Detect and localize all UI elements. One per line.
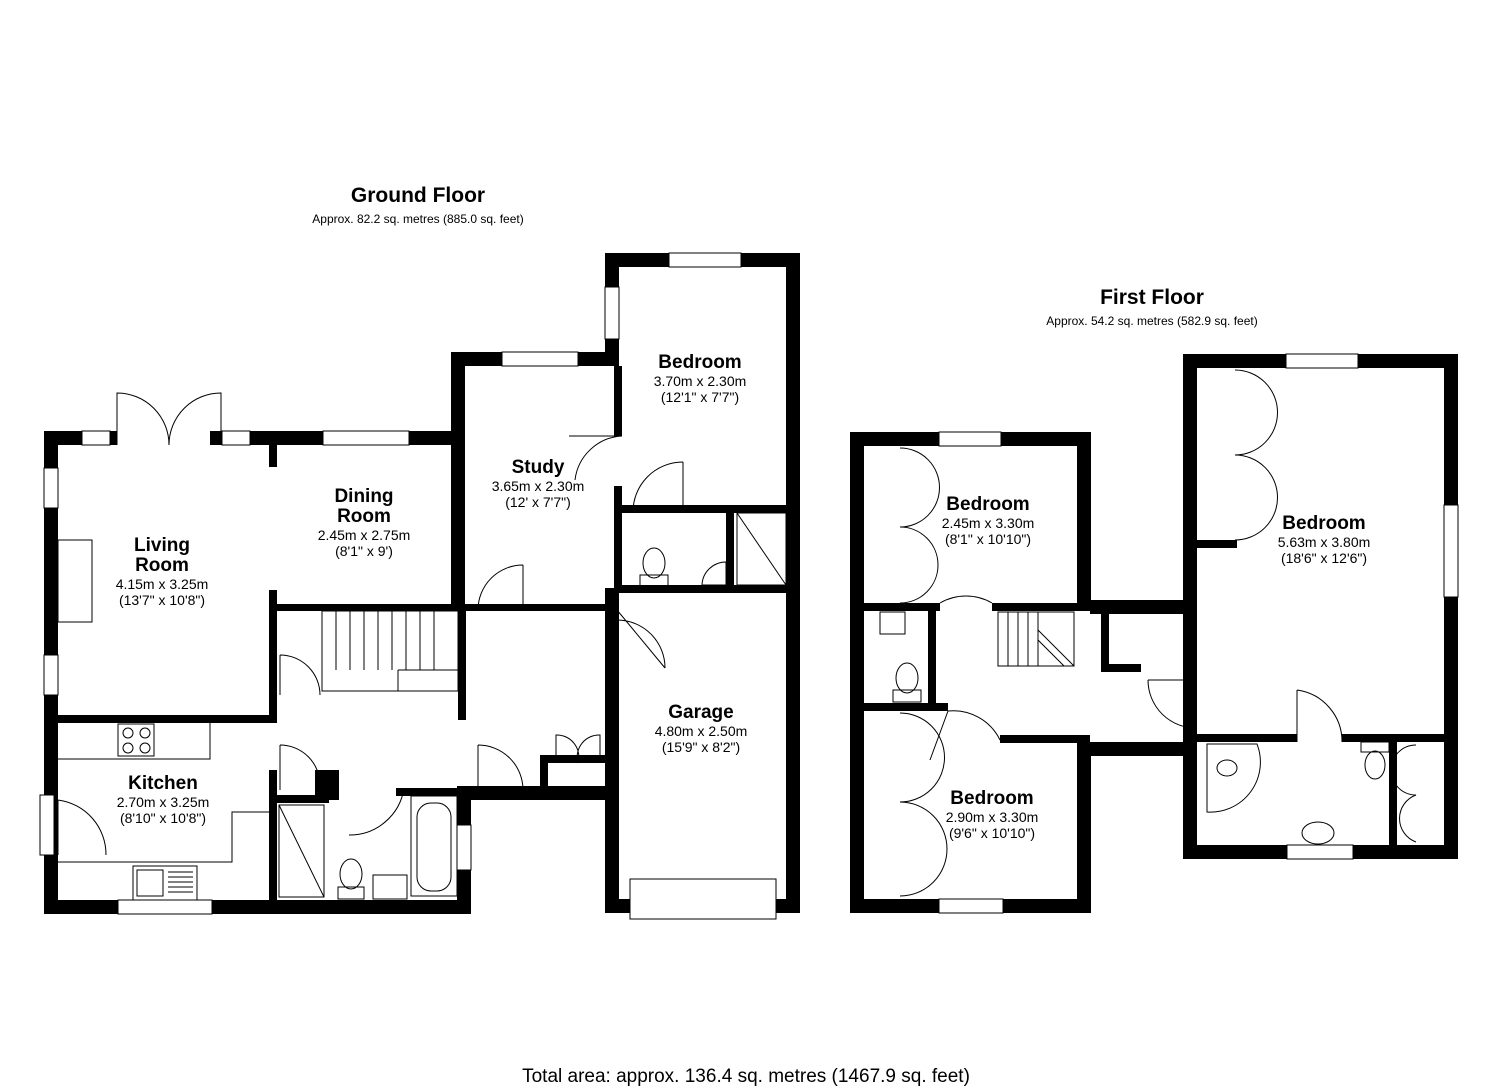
total-area: Total area: approx. 136.4 sq. metres (14…: [522, 1066, 970, 1087]
room-name: Garage: [668, 702, 734, 723]
room-dimension-metric: 2.45m x 3.30m: [941, 515, 1035, 531]
room-dimension-metric: 5.63m x 3.80m: [1277, 534, 1371, 550]
first-floor-area: Approx. 54.2 sq. metres (582.9 sq. feet): [1046, 314, 1258, 328]
ground-floor-title: Ground Floor: [350, 184, 486, 207]
room-dimension-imperial: (12' x 7'7"): [505, 494, 571, 510]
room-name: Dining: [334, 486, 394, 507]
room-name: Bedroom: [658, 352, 742, 373]
room-bedroom-ground: Bedroom 3.70m x 2.30m (12'1" x 7'7"): [620, 352, 780, 406]
room-study: Study 3.65m x 2.30m (12' x 7'7"): [458, 457, 618, 511]
first-floor-walls: [850, 354, 1458, 913]
ground-floor-windows: [39, 252, 777, 920]
room-dimension-metric: 3.65m x 2.30m: [491, 478, 585, 494]
room-dimension-metric: 4.80m x 2.50m: [654, 723, 748, 739]
room-name: Bedroom: [946, 494, 1030, 515]
room-bedroom-first-1: Bedroom 2.45m x 3.30m (8'1" x 10'10"): [908, 494, 1068, 548]
room-name: Bedroom: [950, 788, 1034, 809]
ground-floor-fixtures: [57, 392, 787, 901]
room-bedroom-first-3: Bedroom 2.90m x 3.30m (9'6" x 10'10"): [912, 788, 1072, 842]
room-dimension-metric: 2.45m x 2.75m: [317, 527, 411, 543]
ground-floor-area: Approx. 82.2 sq. metres (885.0 sq. feet): [312, 212, 524, 226]
room-name: Study: [511, 457, 565, 478]
room-dimension-imperial: (15'9" x 8'2"): [661, 739, 741, 755]
room-dimension-imperial: (8'1" x 10'10"): [944, 531, 1032, 547]
room-dimension-metric: 4.15m x 3.25m: [115, 576, 209, 592]
room-dining: Dining Room 2.45m x 2.75m (8'1" x 9'): [284, 486, 444, 560]
room-name: Kitchen: [128, 773, 198, 794]
room-dimension-imperial: (8'10" x 10'8"): [119, 810, 207, 826]
first-floor-windows: [938, 353, 1459, 914]
room-dimension-imperial: (13'7" x 10'8"): [118, 592, 206, 608]
room-dimension-imperial: (9'6" x 10'10"): [948, 825, 1036, 841]
room-bedroom-first-2: Bedroom 5.63m x 3.80m (18'6" x 12'6"): [1244, 513, 1404, 567]
room-dimension-imperial: (12'1" x 7'7"): [660, 389, 740, 405]
room-living: Living Room 4.15m x 3.25m (13'7" x 10'8"…: [82, 535, 242, 609]
first-floor-title: First Floor: [1100, 286, 1204, 309]
room-dimension-imperial: (18'6" x 12'6"): [1280, 550, 1368, 566]
room-kitchen: Kitchen 2.70m x 3.25m (8'10" x 10'8"): [83, 773, 243, 827]
room-dimension-imperial: (8'1" x 9'): [335, 543, 393, 559]
room-name: Bedroom: [1282, 513, 1366, 534]
room-name: Room: [337, 506, 391, 527]
room-name: Living: [134, 535, 190, 556]
first-floor-fixtures: [879, 369, 1417, 897]
room-dimension-metric: 3.70m x 2.30m: [653, 373, 747, 389]
room-dimension-metric: 2.90m x 3.30m: [945, 809, 1039, 825]
room-name: Room: [135, 555, 189, 576]
room-dimension-metric: 2.70m x 3.25m: [116, 794, 210, 810]
room-garage: Garage 4.80m x 2.50m (15'9" x 8'2"): [621, 702, 781, 756]
